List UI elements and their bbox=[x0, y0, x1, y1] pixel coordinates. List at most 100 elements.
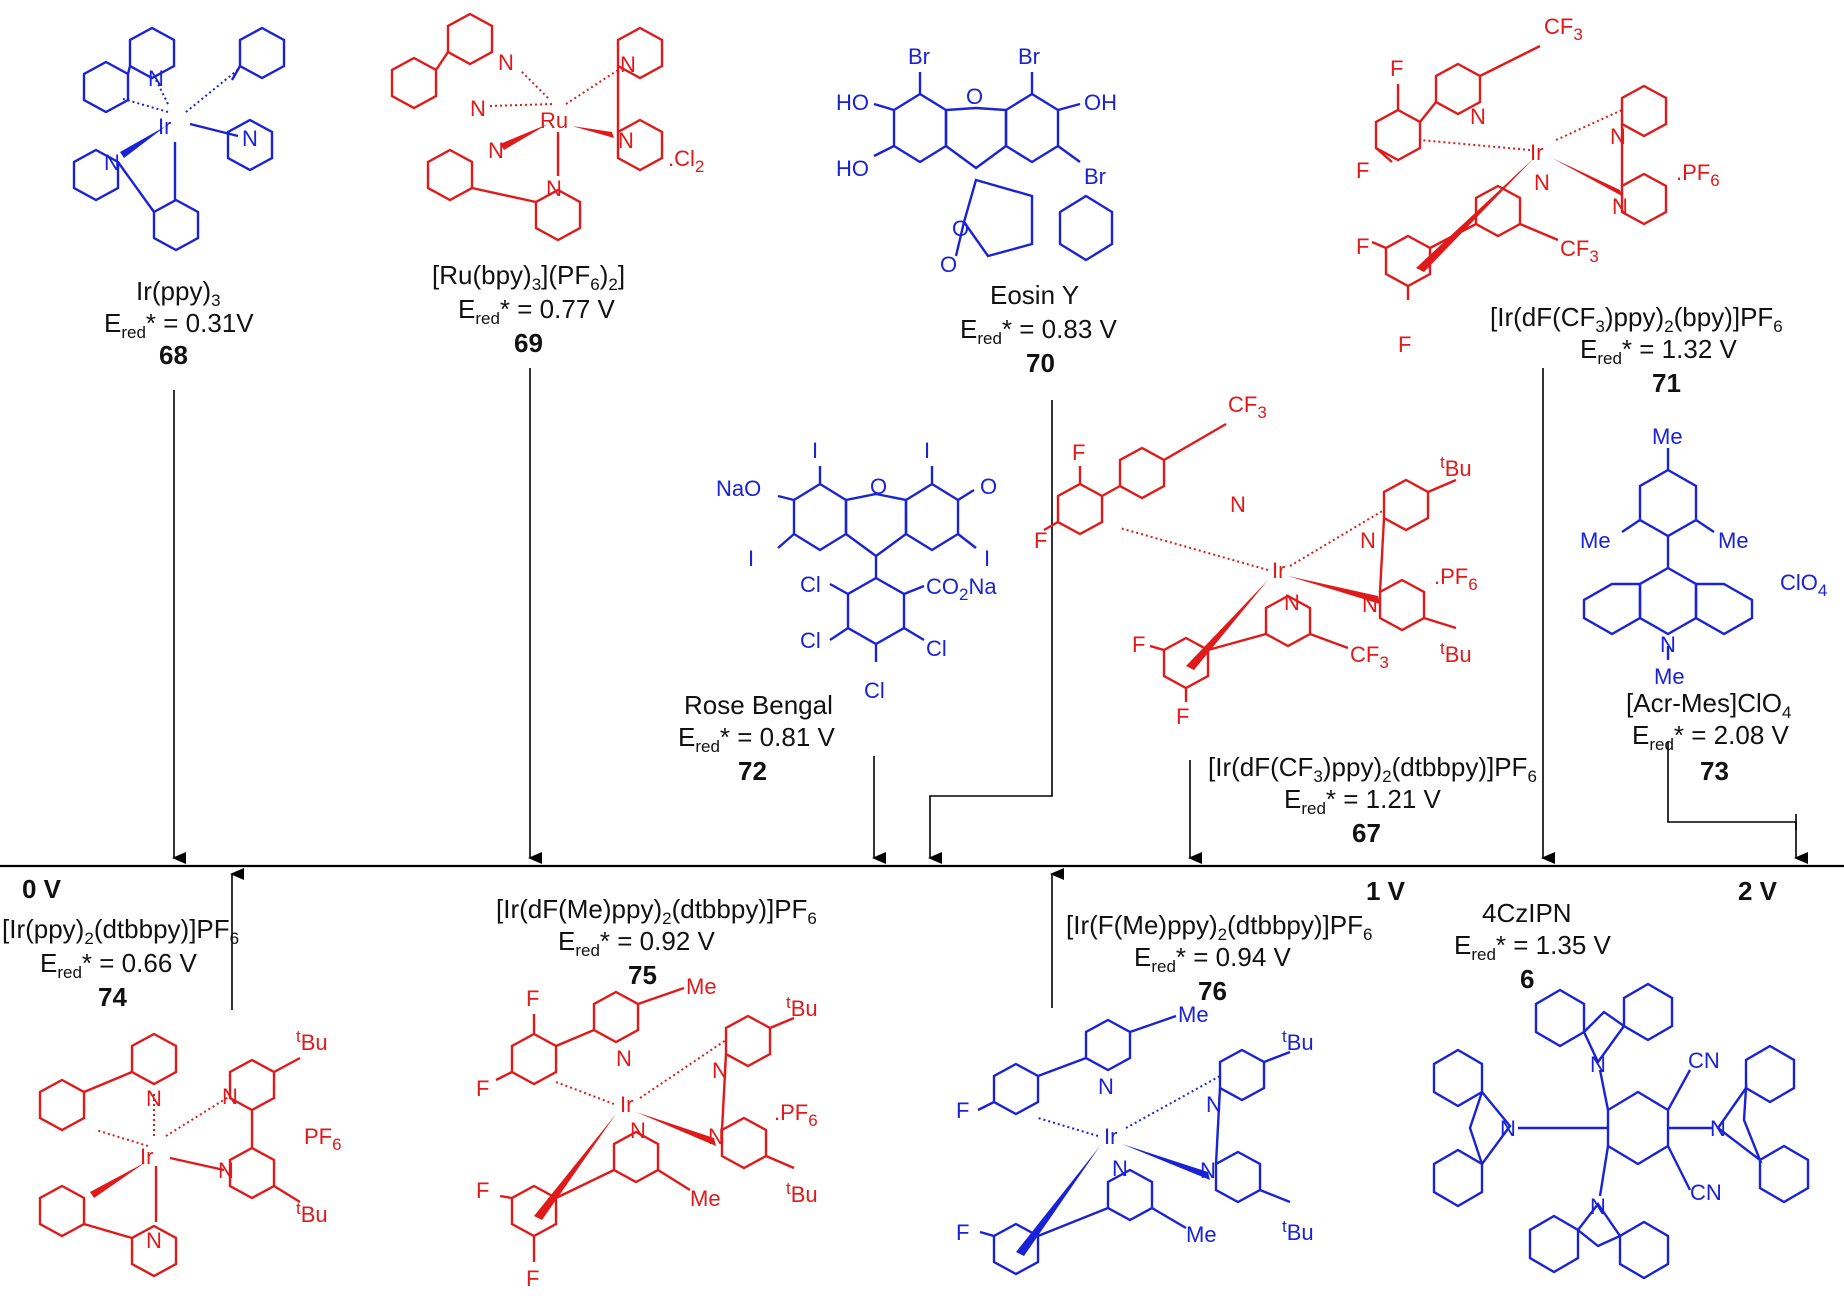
svg-text:Br: Br bbox=[908, 44, 930, 69]
svg-text:F: F bbox=[526, 1266, 539, 1291]
structure-67: Ir N N N N F F F F CF3 CF3 tBu tBu .PF6 bbox=[1034, 392, 1478, 729]
svg-text:N: N bbox=[222, 1084, 238, 1109]
svg-text:O: O bbox=[940, 252, 957, 277]
svg-text:O: O bbox=[980, 474, 997, 499]
svg-text:Me: Me bbox=[690, 1186, 721, 1211]
svg-text:F: F bbox=[1132, 632, 1145, 657]
svg-text:N: N bbox=[104, 150, 120, 175]
structure-75: Ir N N N N F F F F Me Me tBu tBu .PF6 bbox=[476, 974, 818, 1291]
label-70: Eosin Y Ered* = 0.83 V 70 bbox=[960, 280, 1117, 378]
svg-text:ClO4: ClO4 bbox=[1780, 570, 1827, 600]
svg-text:[Ir(F(Me)ppy)2(dtbbpy)]PF6: [Ir(F(Me)ppy)2(dtbbpy)]PF6 bbox=[1066, 910, 1372, 944]
svg-text:I: I bbox=[748, 546, 754, 571]
svg-text:[Ir(dF(CF3)ppy)2(dtbbpy)]PF6: [Ir(dF(CF3)ppy)2(dtbbpy)]PF6 bbox=[1208, 752, 1537, 786]
svg-text:Eosin Y: Eosin Y bbox=[990, 280, 1079, 310]
svg-text:O: O bbox=[952, 216, 969, 241]
svg-text:HO: HO bbox=[836, 156, 869, 181]
svg-text:CF3: CF3 bbox=[1560, 236, 1599, 266]
svg-text:N: N bbox=[1710, 1116, 1726, 1141]
svg-text:Ered* = 1.32 V: Ered* = 1.32 V bbox=[1580, 334, 1737, 368]
svg-text:[Ru(bpy)3](PF6)2]: [Ru(bpy)3](PF6)2] bbox=[432, 260, 625, 294]
svg-text:Ered* = 0.83 V: Ered* = 0.83 V bbox=[960, 314, 1117, 348]
structure-6: N N N N CN CN bbox=[1432, 982, 1810, 1280]
compound-number-74: 74 bbox=[98, 982, 127, 1012]
label-69: [Ru(bpy)3](PF6)2] Ered* = 0.77 V 69 bbox=[432, 260, 625, 358]
svg-text:I: I bbox=[924, 438, 930, 463]
label-71: [Ir(dF(CF3)ppy)2(bpy)]PF6 Ered* = 1.32 V… bbox=[1490, 302, 1783, 398]
svg-text:N: N bbox=[218, 1158, 234, 1183]
svg-text:tBu: tBu bbox=[786, 993, 818, 1021]
label-76: [Ir(F(Me)ppy)2(dtbbpy)]PF6 Ered* = 0.94 … bbox=[1066, 910, 1372, 1006]
svg-text:F: F bbox=[1398, 332, 1411, 357]
potential-arrows bbox=[172, 368, 1808, 1010]
compound-number-70: 70 bbox=[1026, 348, 1055, 378]
structure-74: Ir N N N N tBu tBu PF6 bbox=[38, 1027, 342, 1278]
svg-text:I: I bbox=[984, 546, 990, 571]
svg-text:Ir: Ir bbox=[1530, 140, 1543, 165]
svg-text:F: F bbox=[1356, 234, 1369, 259]
svg-text:N: N bbox=[616, 1046, 632, 1071]
svg-text:Me: Me bbox=[1652, 424, 1683, 449]
svg-text:Ered* = 2.08 V: Ered* = 2.08 V bbox=[1632, 720, 1789, 754]
label-72: Rose Bengal Ered* = 0.81 V 72 bbox=[678, 690, 835, 786]
svg-text:Cl: Cl bbox=[864, 678, 885, 703]
svg-text:tBu: tBu bbox=[296, 1027, 328, 1055]
compound-number-69: 69 bbox=[514, 328, 543, 358]
svg-text:F: F bbox=[1072, 440, 1085, 465]
svg-text:N: N bbox=[488, 138, 504, 163]
svg-text:Ered* = 0.92 V: Ered* = 0.92 V bbox=[558, 926, 715, 960]
svg-text:Ered* = 0.81 V: Ered* = 0.81 V bbox=[678, 722, 835, 756]
svg-text:.PF6: .PF6 bbox=[774, 1100, 818, 1130]
svg-text:Me: Me bbox=[1718, 528, 1749, 553]
structure-76: Ir N N N N F F Me Me tBu tBu bbox=[956, 1002, 1314, 1276]
svg-text:F: F bbox=[1176, 704, 1189, 729]
svg-text:N: N bbox=[148, 66, 164, 91]
svg-text:Ir: Ir bbox=[1272, 558, 1285, 583]
label-68: Ir(ppy)3 Ered* = 0.31V 68 bbox=[104, 276, 254, 370]
svg-text:.Cl2: .Cl2 bbox=[668, 146, 704, 176]
svg-text:Ir: Ir bbox=[620, 1092, 633, 1117]
svg-text:Me: Me bbox=[1654, 664, 1685, 689]
compound-number-72: 72 bbox=[738, 756, 767, 786]
svg-text:N: N bbox=[1610, 124, 1626, 149]
svg-text:N: N bbox=[146, 1086, 162, 1111]
label-6: 4CzIPN Ered* = 1.35 V 6 bbox=[1454, 898, 1611, 994]
svg-text:I: I bbox=[812, 438, 818, 463]
svg-text:F: F bbox=[1390, 56, 1403, 81]
svg-text:N: N bbox=[1534, 170, 1550, 195]
svg-text:N: N bbox=[1590, 1194, 1606, 1219]
structure-73: Me Me Me N Me ClO4 bbox=[1580, 424, 1827, 689]
svg-text:CF3: CF3 bbox=[1350, 642, 1389, 672]
svg-text:Me: Me bbox=[686, 974, 717, 999]
svg-text:N: N bbox=[146, 1228, 162, 1253]
svg-text:CF3: CF3 bbox=[1228, 392, 1267, 422]
svg-text:Ir(ppy)3: Ir(ppy)3 bbox=[136, 276, 221, 310]
svg-text:Ir: Ir bbox=[158, 114, 171, 139]
svg-text:tBu: tBu bbox=[786, 1179, 818, 1207]
svg-text:PF6: PF6 bbox=[304, 1124, 342, 1154]
label-74: [Ir(ppy)2(dtbbpy)]PF6 Ered* = 0.66 V 74 bbox=[2, 914, 239, 1012]
svg-text:tBu: tBu bbox=[1440, 453, 1472, 481]
svg-text:Ru: Ru bbox=[540, 108, 568, 133]
svg-text:N: N bbox=[712, 1058, 728, 1083]
svg-text:N: N bbox=[1206, 1092, 1222, 1117]
svg-text:F: F bbox=[956, 1098, 969, 1123]
compound-number-71: 71 bbox=[1652, 368, 1681, 398]
tick-label-2v: 2 V bbox=[1738, 876, 1778, 906]
compound-number-76: 76 bbox=[1198, 976, 1227, 1006]
svg-text:N: N bbox=[1500, 1116, 1516, 1141]
svg-text:CN: CN bbox=[1688, 1048, 1720, 1073]
svg-text:CO2Na: CO2Na bbox=[926, 574, 997, 604]
svg-text:[Acr-Mes]ClO4: [Acr-Mes]ClO4 bbox=[1626, 688, 1791, 722]
svg-text:Ered* = 0.31V: Ered* = 0.31V bbox=[104, 308, 254, 342]
svg-text:N: N bbox=[1362, 592, 1378, 617]
svg-text:F: F bbox=[526, 986, 539, 1011]
svg-text:N: N bbox=[498, 50, 514, 75]
svg-text:tBu: tBu bbox=[296, 1199, 328, 1227]
svg-text:N: N bbox=[708, 1124, 724, 1149]
svg-text:N: N bbox=[630, 1118, 646, 1143]
svg-text:Ered* = 0.66 V: Ered* = 0.66 V bbox=[40, 948, 197, 982]
svg-text:HO: HO bbox=[836, 90, 869, 115]
svg-text:N: N bbox=[1612, 194, 1628, 219]
